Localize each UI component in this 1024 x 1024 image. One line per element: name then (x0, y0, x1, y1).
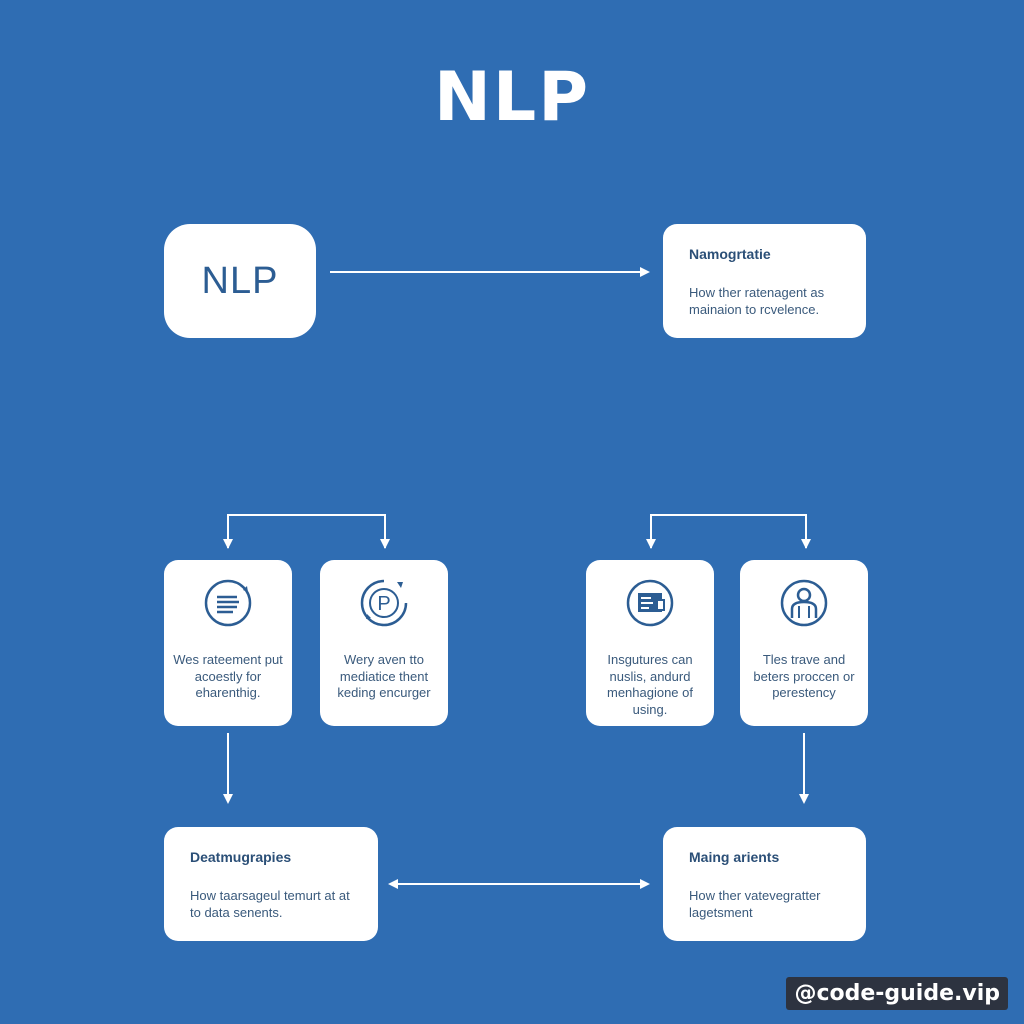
screen-document-icon (626, 579, 674, 627)
card-4-text: Tles trave and beters proccen or pereste… (753, 652, 855, 700)
person-icon (780, 579, 828, 627)
bottom-left-info-box[interactable]: Deatmugrapies How taarsageul temurt at a… (164, 827, 378, 941)
root-node-label: NLP (201, 259, 279, 302)
card-1-text: Wes rateement put acoestly for eharenthi… (173, 652, 283, 700)
card-3[interactable]: Insgutures can nuslis, andurd menhagione… (586, 560, 714, 726)
card-1[interactable]: Wes rateement put acoestly for eharenthi… (164, 560, 292, 726)
watermark: @code-guide.vip (786, 977, 1008, 1010)
top-right-info-text: How ther ratenagent as mainaion to rcvel… (689, 285, 825, 317)
document-lines-icon (204, 579, 252, 627)
card-2-text: Wery aven tto mediatice thent keding enc… (337, 652, 431, 700)
top-right-info-box[interactable]: Namogrtatie How ther ratenagent as maina… (663, 224, 866, 338)
p-cycle-icon: P (360, 579, 408, 627)
bracket-right (650, 514, 807, 548)
bottom-right-info-box[interactable]: Maing arients How ther vatevegratter lag… (663, 827, 866, 941)
card-2[interactable]: P Wery aven tto mediatice thent keding e… (320, 560, 448, 726)
bottom-right-info-title: Maing arients (689, 849, 780, 865)
page-title: NLP (433, 58, 591, 137)
bottom-right-info-text: How ther vatevegratter lagetsment (689, 888, 821, 920)
card-3-text: Insgutures can nuslis, andurd menhagione… (606, 652, 693, 717)
root-node[interactable]: NLP (164, 224, 316, 338)
svg-text:P: P (377, 593, 390, 615)
card-4[interactable]: Tles trave and beters proccen or pereste… (740, 560, 868, 726)
bottom-left-info-title: Deatmugrapies (190, 849, 292, 865)
bracket-left (227, 514, 386, 548)
bottom-left-info-text: How taarsageul temurt at at to data sene… (190, 888, 350, 920)
top-right-info-title: Namogrtatie (689, 246, 771, 262)
